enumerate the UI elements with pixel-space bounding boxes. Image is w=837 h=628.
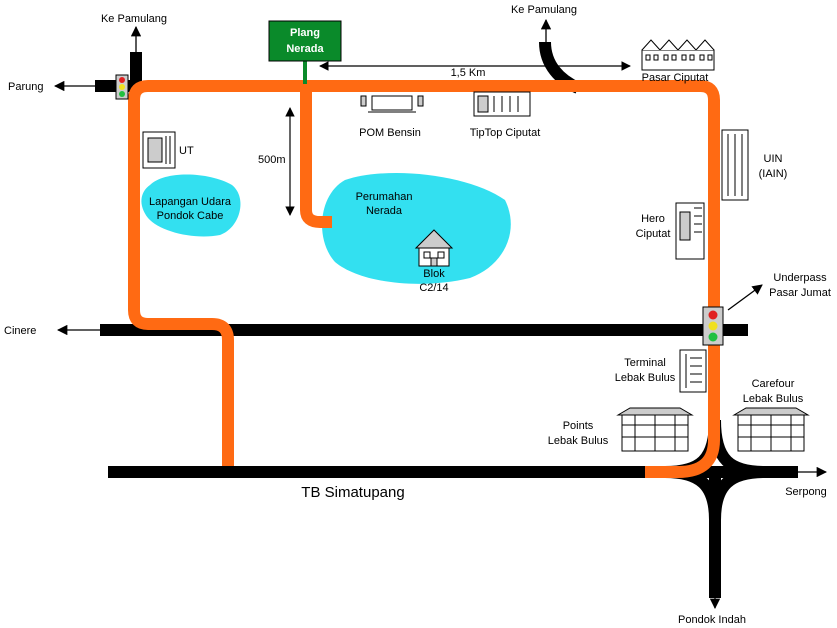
label-ut: UT [179,145,194,157]
uin-building-icon [721,129,749,201]
label-carefour-line1: Carefour [752,378,795,390]
tiptop-building-icon [473,91,531,117]
label-distance-1-5km: 1,5 Km [451,67,486,79]
label-serpong: Serpong [785,486,827,498]
lake-pondok-cabe [141,174,241,237]
label-ke-pamulang-left: Ke Pamulang [101,13,167,25]
label-underpass-line2: Pasar Jumat [769,287,831,299]
label-carefour-line2: Lebak Bulus [743,393,804,405]
direction-arrows [53,18,828,610]
lake-perumahan-nerada [322,172,511,284]
label-parung: Parung [8,81,43,93]
label-points-line2: Lebak Bulus [548,435,609,447]
plang-nerada-sign: Plang Nerada [268,20,342,84]
label-tiptop: TipTop Ciputat [470,127,541,139]
plang-label-line2: Nerada [286,43,324,55]
label-pom-bensin: POM Bensin [359,127,421,139]
route [128,80,720,478]
house-blok-icon [414,229,454,267]
route-main-loop [128,80,720,478]
pom-bensin-icon [360,95,424,113]
label-lapangan-line1: Lapangan Udara [149,196,232,208]
label-underpass-line1: Underpass [773,272,827,284]
label-hero-line1: Hero [641,213,665,225]
label-blok-line1: Blok [423,268,445,280]
label-blok-line2: C2/14 [419,282,448,294]
plang-label-line1: Plang [290,27,320,39]
label-hero-line2: Ciputat [636,228,671,240]
route-nerada-branch [300,86,332,228]
label-perumahan-line2: Nerada [366,205,403,217]
label-distance-500m: 500m [258,154,286,166]
hero-building-icon [675,202,705,260]
terminal-building-icon [679,349,707,393]
label-lapangan-line2: Pondok Cabe [157,210,224,222]
map-labels: Ke Pamulang Ke Pamulang Parung 1,5 Km 50… [4,4,831,626]
label-pasar-ciputat: Pasar Ciputat [642,72,709,84]
traffic-light-left-icon [115,74,129,100]
label-ke-pamulang-right: Ke Pamulang [511,4,577,16]
interchange-loop-1 [664,466,721,521]
traffic-light-right-icon [702,306,724,346]
pasar-ciputat-building-icon [641,39,715,71]
interchange-loop-2 [709,466,766,521]
label-terminal-line1: Terminal [624,357,666,369]
label-uin-line1: UIN [764,153,783,165]
arrow-underpass [727,284,763,311]
label-cinere: Cinere [4,325,36,337]
label-uin-line2: (IAIN) [759,168,788,180]
dimension-lines [285,61,631,216]
label-perumahan-line1: Perumahan [356,191,413,203]
ut-building-icon [142,131,176,169]
label-points-line1: Points [563,420,594,432]
label-pondok-indah: Pondok Indah [678,614,746,626]
points-building-icon [616,407,694,452]
label-terminal-line2: Lebak Bulus [615,372,676,384]
carefour-building-icon [732,407,810,452]
label-tb-simatupang: TB Simatupang [301,484,404,501]
